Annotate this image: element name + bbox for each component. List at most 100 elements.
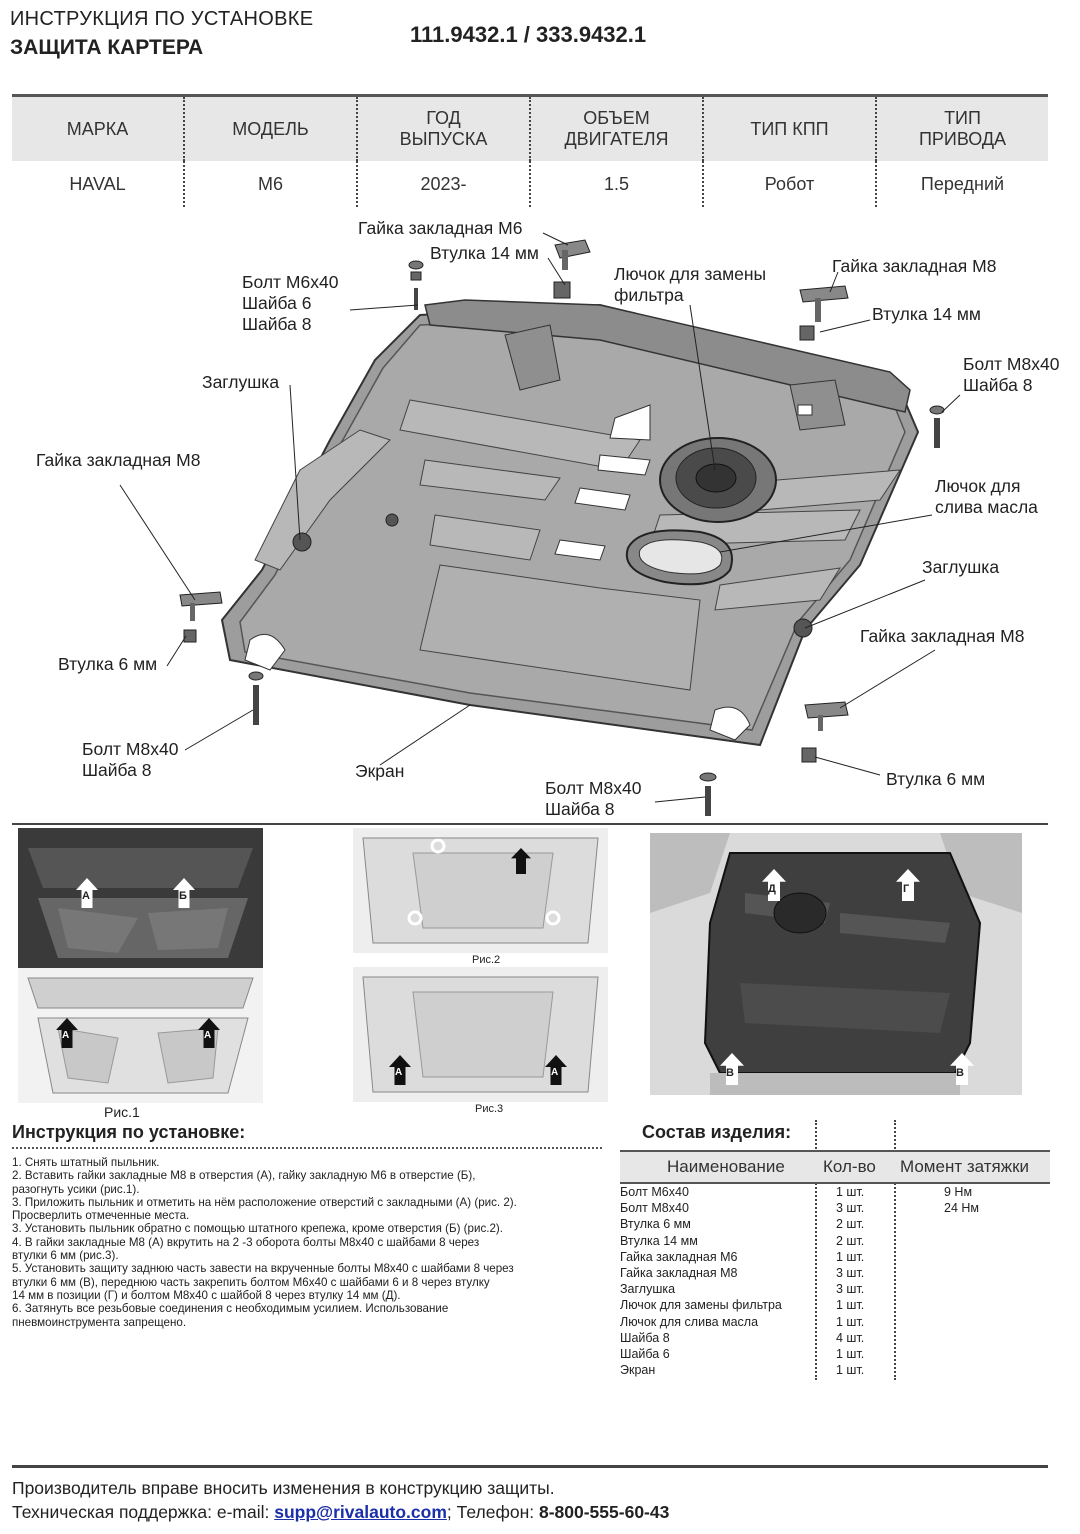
fig1-top-drawing — [18, 828, 263, 968]
item-name: Гайка закладная М6 — [620, 1249, 738, 1264]
step-line: втулки 6 мм (рис.3). — [12, 1249, 119, 1263]
spec-value-model: M6 — [185, 161, 358, 207]
label-plug-right: Заглушка — [922, 557, 1000, 577]
item-qty: 3 шт. — [836, 1282, 865, 1297]
fig3-drawing — [362, 976, 599, 1093]
support-email-link[interactable]: supp@rivalauto.com — [274, 1502, 447, 1522]
item-name: Болт М8х40 — [620, 1201, 689, 1216]
label-washer8-bottom: Шайба 8 — [545, 799, 615, 819]
step-line: 1. Снять штатный пыльник. — [12, 1156, 160, 1169]
step-line: пневмоинструмента запрещено. — [12, 1315, 187, 1329]
item-name: Втулка 6 мм — [620, 1217, 691, 1232]
composition-col-divider-2 — [894, 1120, 896, 1380]
label-oil-hatch-line2: слива масла — [935, 497, 1038, 517]
label-washer8-a: Шайба 8 — [242, 314, 312, 334]
label-bolt-m8x40-left: Болт М8х40 — [82, 739, 179, 759]
label-bushing6-right: Втулка 6 мм — [886, 769, 986, 789]
fig1-photo-bottom: А А — [18, 968, 263, 1103]
installed-photo: Д Г В В — [650, 833, 1022, 1095]
phone-label: Телефон: — [451, 1502, 539, 1522]
arrow-marker-b — [173, 878, 195, 908]
label-bolt-m8x40-left-group: Болт М8х40 Шайба 8 — [82, 739, 178, 781]
spec-header-drive: ТИП ПРИВОДА — [877, 97, 1048, 161]
spec-value-engine: 1.5 — [531, 161, 704, 207]
photo-divider — [12, 823, 1048, 825]
footer-support: Техническая поддержка: e-mail: supp@riva… — [12, 1502, 669, 1523]
item-name: Шайба 6 — [620, 1346, 670, 1361]
marker-v-2: В — [956, 1067, 964, 1079]
spec-value-row: HAVAL M6 2023- 1.5 Робот Передний — [12, 161, 1048, 207]
label-bolt-m6x40-group: Болт М6х40 Шайба 6 Шайба 8 — [242, 272, 338, 335]
spec-header-row: МАРКА МОДЕЛЬ ГОД ВЫПУСКА ОБЪЕМ ДВИГАТЕЛЯ… — [12, 94, 1048, 161]
spec-value-year: 2023- — [358, 161, 531, 207]
spec-header-engine: ОБЪЕМ ДВИГАТЕЛЯ — [531, 97, 704, 161]
step-line: 6. Затянуть все резьбовые соединения с н… — [12, 1302, 449, 1316]
arrow-marker-a-2 — [56, 1018, 78, 1048]
label-bolt-m8x40-right: Болт М8х40 — [963, 354, 1060, 374]
item-name: Втулка 14 мм — [620, 1233, 698, 1248]
step-line: 14 мм в позиции (Г) и болтом М8х40 с шай… — [12, 1288, 401, 1302]
item-name: Болт М6х40 — [620, 1185, 689, 1199]
support-separator: ; — [446, 1502, 452, 1522]
vehicle-spec-table: МАРКА МОДЕЛЬ ГОД ВЫПУСКА ОБЪЕМ ДВИГАТЕЛЯ… — [12, 94, 1048, 207]
label-nut-m6: Гайка закладная М6 — [358, 218, 523, 238]
item-qty: 2 шт. — [836, 1233, 865, 1248]
instructions-steps: 1. Снять штатный пыльник. 2. Вставить га… — [12, 1156, 612, 1329]
label-filter-hatch: Лючок для замены фильтра — [614, 264, 766, 306]
step-line: разогнуть усики (рис.1). — [12, 1182, 140, 1196]
label-filter-hatch-line2: фильтра — [614, 285, 684, 305]
fig3-photo: А А — [353, 967, 608, 1102]
fig2-caption: Рис.2 — [472, 954, 501, 966]
item-qty: 1 шт. — [836, 1314, 865, 1329]
fig2-drawing — [362, 837, 599, 944]
step-line: 3. Приложить пыльник и отметить на нём р… — [12, 1195, 517, 1209]
item-qty: 4 шт. — [836, 1330, 865, 1345]
item-qty: 2 шт. — [836, 1217, 865, 1232]
footer-note: Производитель вправе вносить изменения в… — [12, 1478, 555, 1498]
skid-plate-drawing — [119, 232, 961, 816]
composition-title: Состав изделия: — [642, 1122, 792, 1142]
installed-drawing — [650, 833, 1022, 1095]
spec-header-brand: МАРКА — [12, 97, 185, 161]
label-oil-hatch: Лючок для слива масла — [935, 476, 1038, 518]
composition-row: Втулка 6 мм 2 шт. — [620, 1216, 1050, 1232]
composition-row: Экран 1 шт. — [620, 1362, 1050, 1378]
item-qty: 1 шт. — [836, 1249, 865, 1264]
marker-a-5: А — [551, 1067, 559, 1078]
spec-header-drive-text: ТИП ПРИВОДА — [918, 108, 1007, 149]
composition-header-torque: Момент затяжки — [900, 1157, 1030, 1176]
spec-value-brand: HAVAL — [12, 161, 185, 207]
support-label: Техническая поддержка: e-mail: — [12, 1502, 275, 1522]
marker-a-1: А — [82, 890, 90, 902]
marker-g: Г — [903, 883, 910, 895]
label-washer8-left: Шайба 8 — [82, 760, 152, 780]
arrow-marker-fig3-a1 — [389, 1055, 411, 1085]
fig1-bottom-drawing — [27, 977, 254, 1094]
item-name: Экран — [620, 1363, 656, 1378]
marker-b: Б — [179, 890, 187, 902]
spec-value-drive: Передний — [920, 173, 1005, 194]
step-line: 3. Установить пыльник обратно с помощью … — [12, 1222, 504, 1236]
spec-header-gearbox: ТИП КПП — [704, 97, 877, 161]
marker-v-1: В — [726, 1067, 734, 1079]
composition-row: Втулка 14 мм 2 шт. — [620, 1233, 1050, 1249]
item-qty: 3 шт. — [836, 1201, 865, 1216]
label-screen: Экран — [355, 761, 405, 781]
marker-d: Д — [768, 883, 776, 895]
step-line: Просверлить отмеченные места. — [12, 1209, 190, 1223]
composition-header-name: Наименование — [667, 1157, 785, 1176]
arrow-marker-fig3-a2 — [545, 1055, 567, 1085]
part-numbers: 111.9432.1 / 333.9432.1 — [410, 22, 647, 47]
item-qty: 1 шт. — [836, 1363, 865, 1378]
arrow-marker-fig2 — [511, 848, 531, 874]
spec-header-year-text: ГОД ВЫПУСКА — [399, 108, 488, 149]
label-bolt-m8x40-bottom: Болт М8х40 — [545, 778, 642, 798]
label-nut-m8-top-right: Гайка закладная М8 — [832, 256, 997, 276]
item-qty: 1 шт. — [836, 1298, 865, 1313]
fig2-photo — [353, 828, 608, 953]
spec-value-gearbox: Робот — [704, 161, 877, 207]
